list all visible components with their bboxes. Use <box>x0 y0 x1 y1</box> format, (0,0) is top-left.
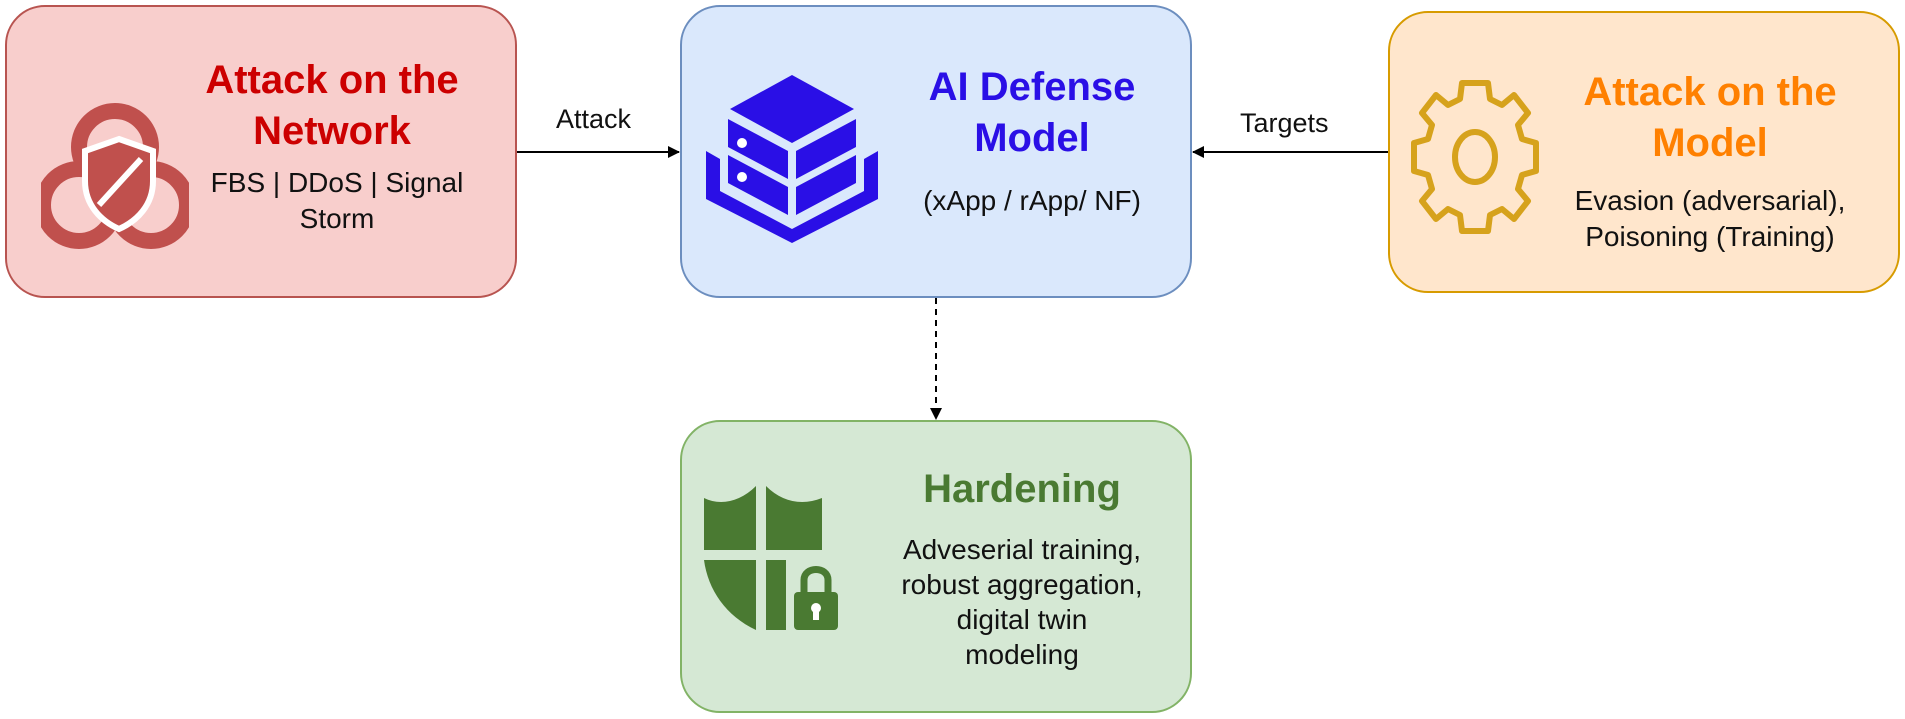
attack-on-network-node: Attack on the Network FBS | DDoS | Signa… <box>5 5 517 298</box>
ai-defense-model-node: AI Defense Model (xApp / rApp/ NF) <box>680 5 1192 298</box>
attack-on-model-node: Attack on the Model Evasion (adversarial… <box>1388 11 1900 293</box>
gear-icon <box>1411 80 1539 234</box>
ai-defense-model-subtitle: (xApp / rApp/ NF) <box>923 185 1141 216</box>
attack-on-network-title: Attack on the Network <box>205 58 459 153</box>
biohazard-shield-icon <box>41 103 189 249</box>
attack-on-model-title: Attack on the Model <box>1583 70 1837 165</box>
edge-label-targets: Targets <box>1240 108 1329 138</box>
hardening-node: Hardening Adveserial training, robust ag… <box>680 420 1192 713</box>
hardening-subtitle: Adveserial training, robust aggregation,… <box>901 534 1143 670</box>
hardening-title: Hardening <box>923 467 1121 511</box>
attack-on-network-subtitle: FBS | DDoS | Signal Storm <box>210 167 464 234</box>
edge-label-attack: Attack <box>556 104 632 134</box>
server-stack-icon <box>706 75 878 243</box>
ai-defense-model-title: AI Defense Model <box>928 65 1136 160</box>
attack-on-model-subtitle: Evasion (adversarial), Poisoning (Traini… <box>1574 185 1846 252</box>
shield-lock-icon <box>704 486 838 630</box>
